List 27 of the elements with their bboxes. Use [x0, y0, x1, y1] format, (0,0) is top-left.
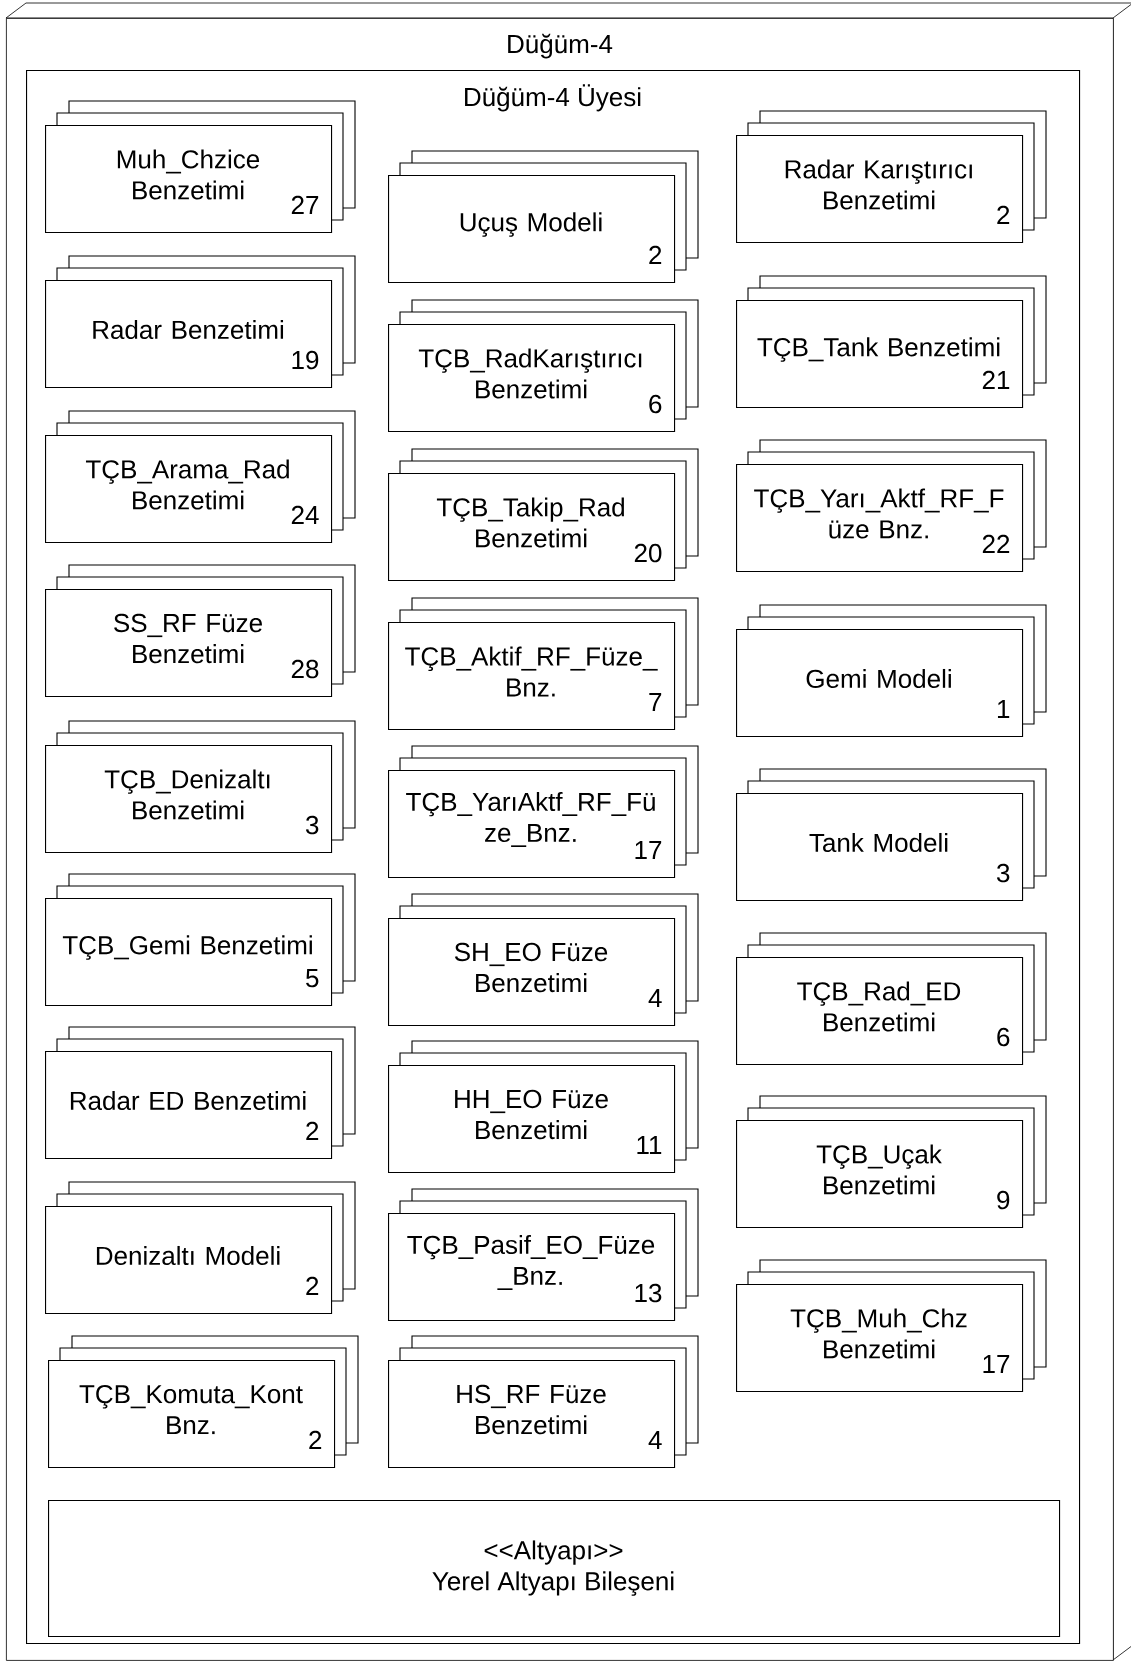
component-stack: TÇB_Rad_ED Benzetimi 6 — [736, 932, 1047, 1066]
component-stack: TÇB_Komuta_Kont Bnz. 2 — [48, 1335, 359, 1469]
component-stack: Uçuş Modeli 2 — [388, 150, 699, 284]
component-stack: HH_EO Füze Benzetimi 11 — [388, 1040, 699, 1174]
component-stack: Radar Karıştırıcı Benzetimi 2 — [736, 110, 1047, 244]
component-stack: TÇB_Muh_Chz Benzetimi 17 — [736, 1259, 1047, 1393]
component-stack: TÇB_Arama_Rad Benzetimi 24 — [45, 410, 356, 544]
component-stack: TÇB_Takip_Rad Benzetimi 20 — [388, 448, 699, 582]
component-stack: TÇB_Aktif_RF_Füze_ Bnz. 7 — [388, 597, 699, 731]
component-stack: Gemi Modeli 1 — [736, 604, 1047, 738]
component-stack: SH_EO Füze Benzetimi 4 — [388, 893, 699, 1027]
component-stack: HS_RF Füze Benzetimi 4 — [388, 1335, 699, 1469]
component-stack: Denizaltı Modeli 2 — [45, 1181, 356, 1315]
component-stack: TÇB_Denizaltı Benzetimi 3 — [45, 720, 356, 854]
component-stack: Tank Modeli 3 — [736, 768, 1047, 902]
component-stack: Radar ED Benzetimi 2 — [45, 1026, 356, 1160]
component-stack: TÇB_Uçak Benzetimi 9 — [736, 1095, 1047, 1229]
component-stack: TÇB_RadKarıştırıcı Benzetimi 6 — [388, 299, 699, 433]
component-stack: SS_RF Füze Benzetimi 28 — [45, 564, 356, 698]
component-stack: TÇB_Tank Benzetimi 21 — [736, 275, 1047, 409]
component-stack: TÇB_Gemi Benzetimi 5 — [45, 873, 356, 1007]
component-stack: TÇB_Yarı_Aktf_RF_F üze Bnz. 22 — [736, 439, 1047, 573]
component-stack: Muh_Chzice Benzetimi 27 — [45, 100, 356, 234]
component-stack: TÇB_Pasif_EO_Füze _Bnz. 13 — [388, 1188, 699, 1322]
component-stack: TÇB_YarıAktf_RF_Fü ze_Bnz. 17 — [388, 745, 699, 879]
component-stack: Radar Benzetimi 19 — [45, 255, 356, 389]
component-box: <<Altyapı>> Yerel Altyapı Bileşeni — [48, 1500, 1061, 1638]
